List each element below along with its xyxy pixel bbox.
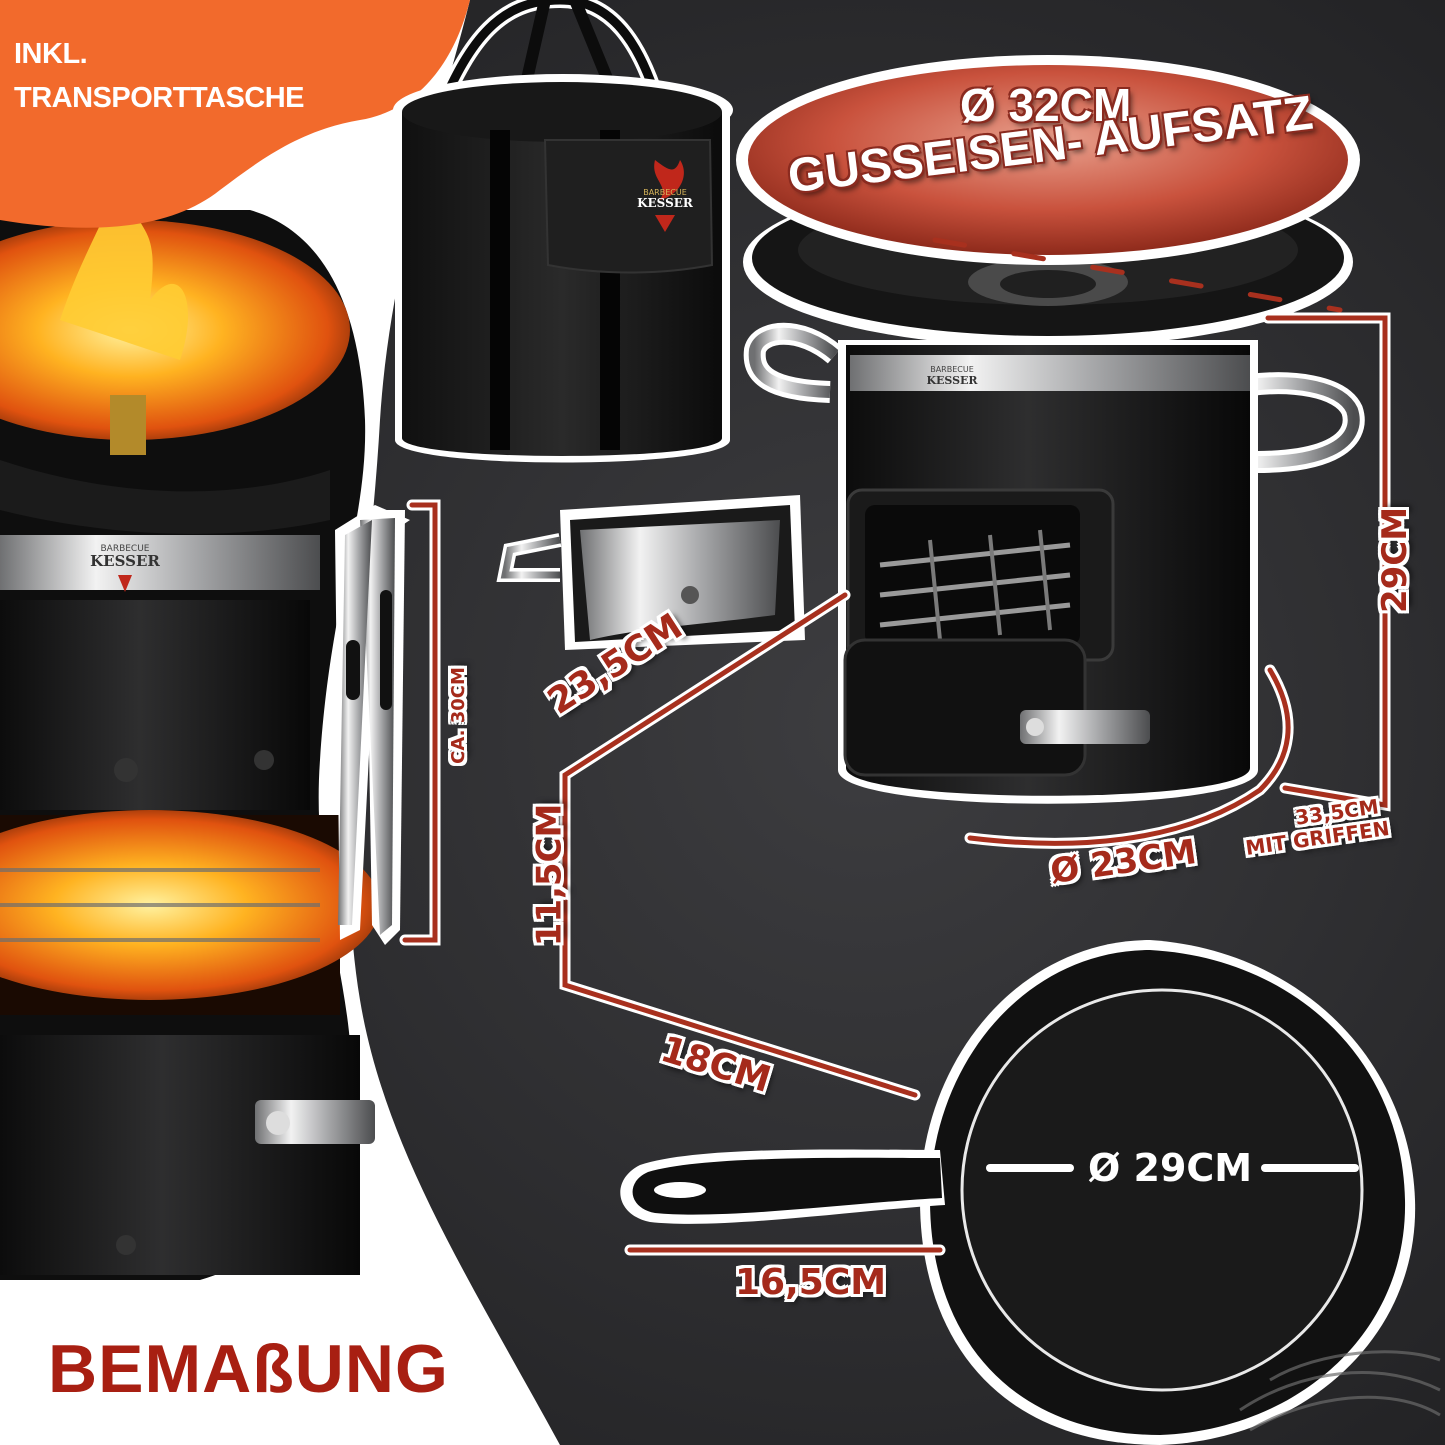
footer-title: BEMAßUNG (48, 1331, 449, 1407)
height-label: 29CM (1375, 506, 1416, 614)
pan-handle-length: 16,5CM (735, 1262, 887, 1303)
brand-small-closeup: BARBECUE (100, 544, 149, 554)
top-plate-diameter: Ø 32CM (960, 79, 1132, 131)
badge-shape (0, 0, 470, 228)
title-oval (736, 55, 1360, 265)
brand-name-stove: KESSER (926, 374, 978, 387)
door-height: 11,5CM (529, 803, 570, 947)
tongs-length: CA. 30CM (447, 667, 469, 764)
badge-line2: TRANSPORTTASCHE (14, 82, 305, 114)
bbq-tongs (335, 505, 410, 945)
brand-name-bag: KESSER (637, 196, 694, 210)
kesser-logo-closeup: BARBECUE KESSER (90, 544, 160, 592)
brand-small-bag: BARBECUE (643, 188, 687, 197)
sausage-decoration (1239, 1350, 1441, 1432)
pan-diameter: Ø 29CM (1088, 1146, 1253, 1190)
cast-iron-pan (620, 940, 1416, 1445)
brand-small-stove: BARBECUE (930, 365, 974, 374)
bag-included-badge: INKL. TRANSPORTTASCHE (14, 32, 305, 120)
brand-name-closeup: KESSER (90, 552, 160, 570)
measure-lines (399, 237, 1391, 1256)
badge-line1: INKL. (14, 38, 88, 70)
stove-closeup (0, 180, 380, 1280)
transport-bag: BARBECUE KESSER (393, 0, 733, 463)
